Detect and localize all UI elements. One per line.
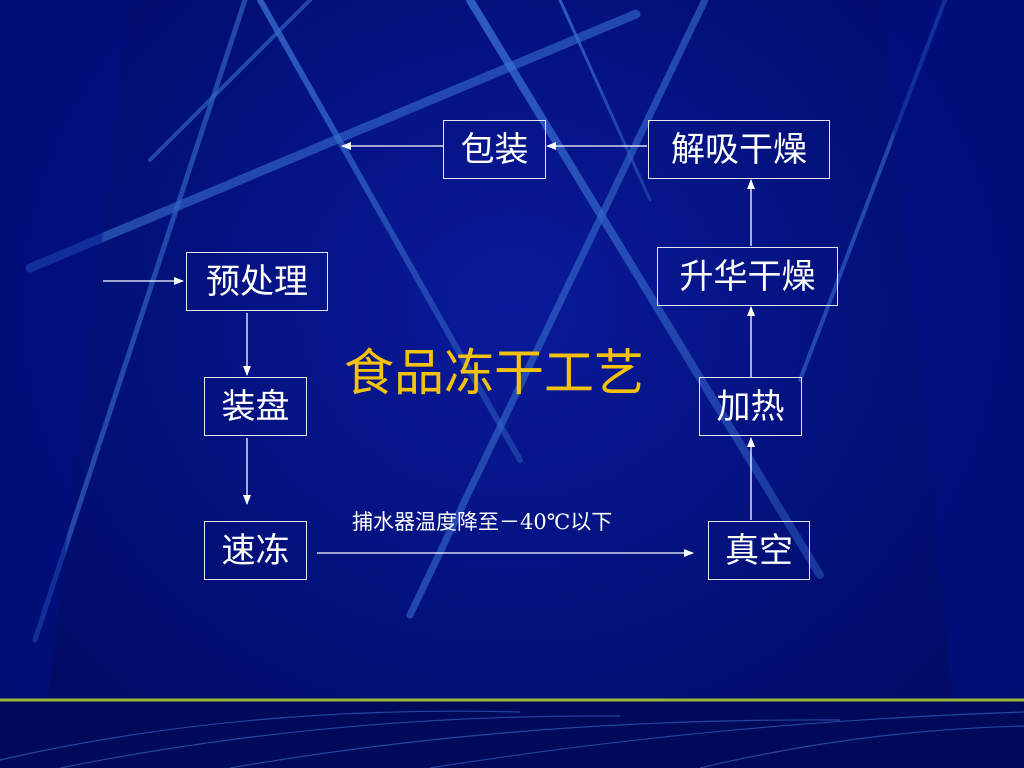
step-tray-loading: 装盘: [204, 377, 307, 436]
background-streaks: [25, 0, 947, 643]
step-pretreatment: 预处理: [186, 252, 328, 311]
step-packaging: 包装: [443, 120, 546, 179]
slide-title: 食品冻干工艺: [344, 344, 644, 402]
step-quick-freeze: 速冻: [204, 521, 307, 580]
step-sublimation-drying: 升华干燥: [657, 247, 838, 306]
footer-decoration: [0, 698, 1024, 768]
step-vacuum: 真空: [708, 521, 810, 580]
step-heating: 加热: [699, 377, 802, 436]
step-desorption-drying: 解吸干燥: [648, 120, 830, 179]
condition-note: 捕水器温度降至－40℃以下: [352, 510, 613, 534]
